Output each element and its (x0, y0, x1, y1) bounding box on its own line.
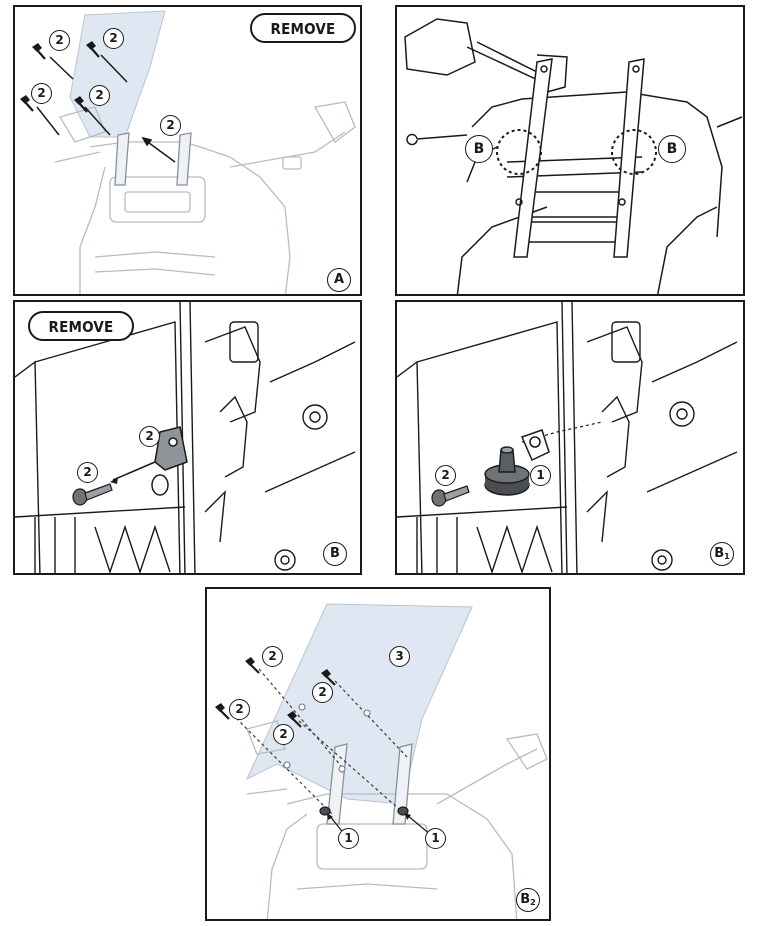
panel-bracket-overview: B B (395, 5, 745, 296)
panel-b: REMOVE 2 2 B (13, 300, 362, 575)
screw-icon (72, 483, 113, 506)
bracket-icon (151, 426, 188, 496)
panel-label-b1: B1 (710, 542, 734, 566)
callout-2: 2 (139, 426, 160, 447)
callout-2: 2 (89, 85, 110, 106)
callout-2: 2 (273, 724, 294, 745)
panel-b2: 2 2 2 2 1 1 3 B2 (205, 587, 551, 921)
panel-b1-drawing (397, 302, 738, 573)
panel-label-b2: B2 (516, 888, 540, 912)
panel-a-drawing (20, 10, 356, 294)
callout-2: 2 (312, 682, 333, 703)
callout-1: 1 (338, 828, 359, 849)
callout-2: 2 (160, 115, 181, 136)
panel-b2-drawing (215, 603, 548, 919)
callout-2: 2 (31, 83, 52, 104)
rubber-mount-icon (484, 446, 530, 496)
callout-1: 1 (530, 465, 551, 486)
windscreen (245, 603, 473, 805)
panel-b1: 2 1 B1 (395, 300, 745, 575)
remove-badge: REMOVE (250, 13, 356, 43)
callout-2: 2 (49, 30, 70, 51)
panel-a: REMOVE 2 2 2 2 2 A (13, 5, 362, 296)
bracket-icon (520, 429, 550, 462)
callout-2: 2 (435, 465, 456, 486)
bracket-overview-drawing (404, 18, 743, 294)
remove-badge: REMOVE (28, 311, 134, 341)
callout-3: 3 (389, 646, 410, 667)
screw-icon (215, 657, 336, 728)
callout-2: 2 (229, 699, 250, 720)
callout-2: 2 (77, 462, 98, 483)
callout-2: 2 (262, 646, 283, 667)
panel-b-drawing (15, 302, 356, 573)
callout-b-left: B (465, 135, 493, 163)
callout-2: 2 (103, 28, 124, 49)
panel-label-a: A (327, 268, 351, 292)
screw-icon (431, 485, 470, 507)
callout-1: 1 (425, 828, 446, 849)
screw-icon (20, 41, 100, 113)
callout-b-right: B (658, 135, 686, 163)
panel-label-b: B (323, 542, 347, 566)
